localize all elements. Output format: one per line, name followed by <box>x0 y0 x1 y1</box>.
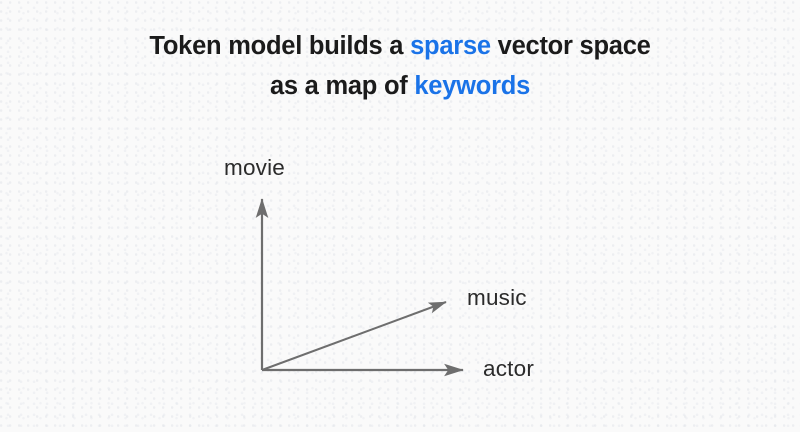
axis-label-actor: actor <box>483 356 535 381</box>
page-title: Token model builds a sparse vector space… <box>0 26 800 106</box>
axis-label-music: music <box>467 285 527 310</box>
title-line-2: as a map of keywords <box>0 66 800 106</box>
title-line-1-text-b: vector space <box>490 32 651 60</box>
title-accent-keywords: keywords <box>414 72 531 100</box>
title-line-1: Token model builds a sparse vector space <box>0 26 800 66</box>
title-line-2-text-a: as a map of <box>269 72 415 100</box>
axis-arrow-music <box>261 301 447 371</box>
title-accent-sparse: sparse <box>410 32 491 60</box>
axis-label-movie: movie <box>224 155 286 180</box>
title-line-1-text-a: Token model builds a <box>149 32 411 60</box>
